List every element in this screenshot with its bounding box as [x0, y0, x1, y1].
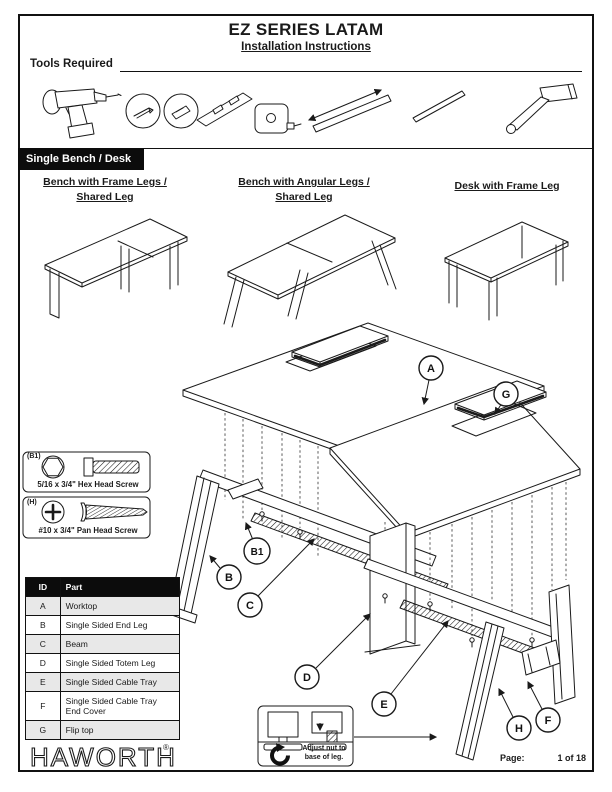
part-name: Single Sided Totem Leg — [59, 653, 181, 673]
pan-screw-label: #10 x 3/4" Pan Head Screw — [38, 526, 138, 535]
variant-1-line-2: Shared Leg — [76, 190, 134, 203]
variant-bench-frame-legs: Bench with Frame Legs / Shared Leg — [25, 175, 185, 204]
power-drill-icon — [42, 88, 122, 139]
parts-header-id: ID — [25, 577, 61, 597]
brand-logo: HAWORTH — [30, 742, 177, 772]
hex-screw-id: (B1) — [27, 453, 41, 460]
tray-end-cover — [521, 639, 561, 676]
callout-F-label: F — [545, 715, 552, 727]
variant-2-line-2: Shared Leg — [275, 190, 333, 203]
exploded-assembly-drawing: A G B1 B C D E H F — [162, 322, 581, 761]
part-id: E — [25, 672, 61, 692]
variant-2-line-1: Bench with Angular Legs / — [238, 176, 370, 188]
hex-screw-label: 5/16 x 3/4" Hex Head Screw — [37, 480, 139, 489]
part-id: F — [25, 691, 61, 721]
page-number-value: 1 of 18 — [557, 753, 586, 763]
brand-trademark: ® — [163, 743, 169, 752]
tape-measure-icon — [254, 103, 302, 134]
callout-B: B — [216, 564, 242, 590]
parts-header-part: Part — [59, 577, 181, 597]
part-name: Single Sided Cable Tray End Cover — [59, 691, 181, 721]
callout-B-label: B — [225, 572, 233, 584]
section-divider — [18, 148, 594, 149]
callout-C-label: C — [246, 600, 254, 612]
part-name: Beam — [59, 634, 181, 654]
part-id: G — [25, 720, 61, 740]
part-name: Worktop — [59, 596, 181, 616]
callout-D: D — [294, 664, 320, 690]
page-title: EZ SERIES LATAM — [228, 20, 384, 39]
end-frame-right — [548, 584, 576, 705]
page-border — [18, 14, 594, 772]
rotate-arrow-icon — [270, 743, 290, 766]
part-name: Single Sided Cable Tray — [59, 672, 181, 692]
callout-F: F — [535, 707, 561, 733]
bench-angular-legs-drawing — [223, 214, 397, 328]
adjust-nut-note: Adjust nut to base of leg. — [297, 744, 351, 763]
part-id: D — [25, 653, 61, 673]
part-name: Single Sided End Leg — [59, 615, 181, 635]
pan-screw-id: (H) — [27, 499, 37, 506]
page-subtitle: Installation Instructions — [241, 41, 371, 53]
part-id: C — [25, 634, 61, 654]
page-number: Page: 1 of 18 — [500, 753, 586, 763]
callout-B1: B1 — [243, 537, 271, 565]
open-end-wrench-icon — [196, 92, 253, 127]
phillips-bit-detail-icon — [125, 93, 161, 129]
callout-C: C — [237, 592, 263, 618]
callout-G: G — [493, 381, 519, 407]
variant-desk-frame-leg: Desk with Frame Leg — [428, 179, 586, 194]
adjust-nut-note-line-1: Adjust nut to — [302, 745, 346, 752]
callout-B1-label: B1 — [251, 547, 264, 558]
desk-frame-leg-drawing — [444, 221, 569, 321]
page-number-label: Page: — [500, 753, 525, 763]
part-name: Flip top — [59, 720, 181, 740]
screw-marks — [259, 511, 535, 648]
callout-A: A — [418, 355, 444, 381]
part-id: A — [25, 596, 61, 616]
callout-D-label: D — [303, 672, 311, 684]
mallet-icon — [506, 83, 578, 134]
callout-A-label: A — [427, 363, 435, 375]
tools-rule — [120, 71, 582, 72]
variant-1-line-1: Bench with Frame Legs / — [43, 176, 167, 188]
bench-frame-legs-drawing — [44, 218, 188, 319]
level-icon — [307, 88, 392, 133]
callout-H: H — [506, 715, 532, 741]
adjust-nut-inset — [257, 705, 438, 767]
callout-H-label: H — [515, 723, 523, 735]
parts-table-header-row: ID Part — [25, 577, 181, 597]
callout-E-label: E — [380, 699, 387, 711]
callout-leaders — [209, 379, 543, 718]
adjust-nut-note-line-2: base of leg. — [304, 754, 344, 762]
callout-G-label: G — [502, 389, 511, 401]
variant-bench-angular-legs: Bench with Angular Legs / Shared Leg — [220, 175, 388, 204]
pan-screw-box — [22, 496, 151, 539]
hex-screw-box — [22, 451, 151, 493]
threaded-rod-icon — [412, 90, 466, 123]
part-id: B — [25, 615, 61, 635]
variant-3-line-1: Desk with Frame Leg — [454, 180, 560, 192]
callout-E: E — [371, 691, 397, 717]
hex-bit-detail-icon — [163, 93, 199, 129]
tools-required-label: Tools Required — [30, 58, 113, 70]
section-label: Single Bench / Desk — [18, 148, 144, 170]
